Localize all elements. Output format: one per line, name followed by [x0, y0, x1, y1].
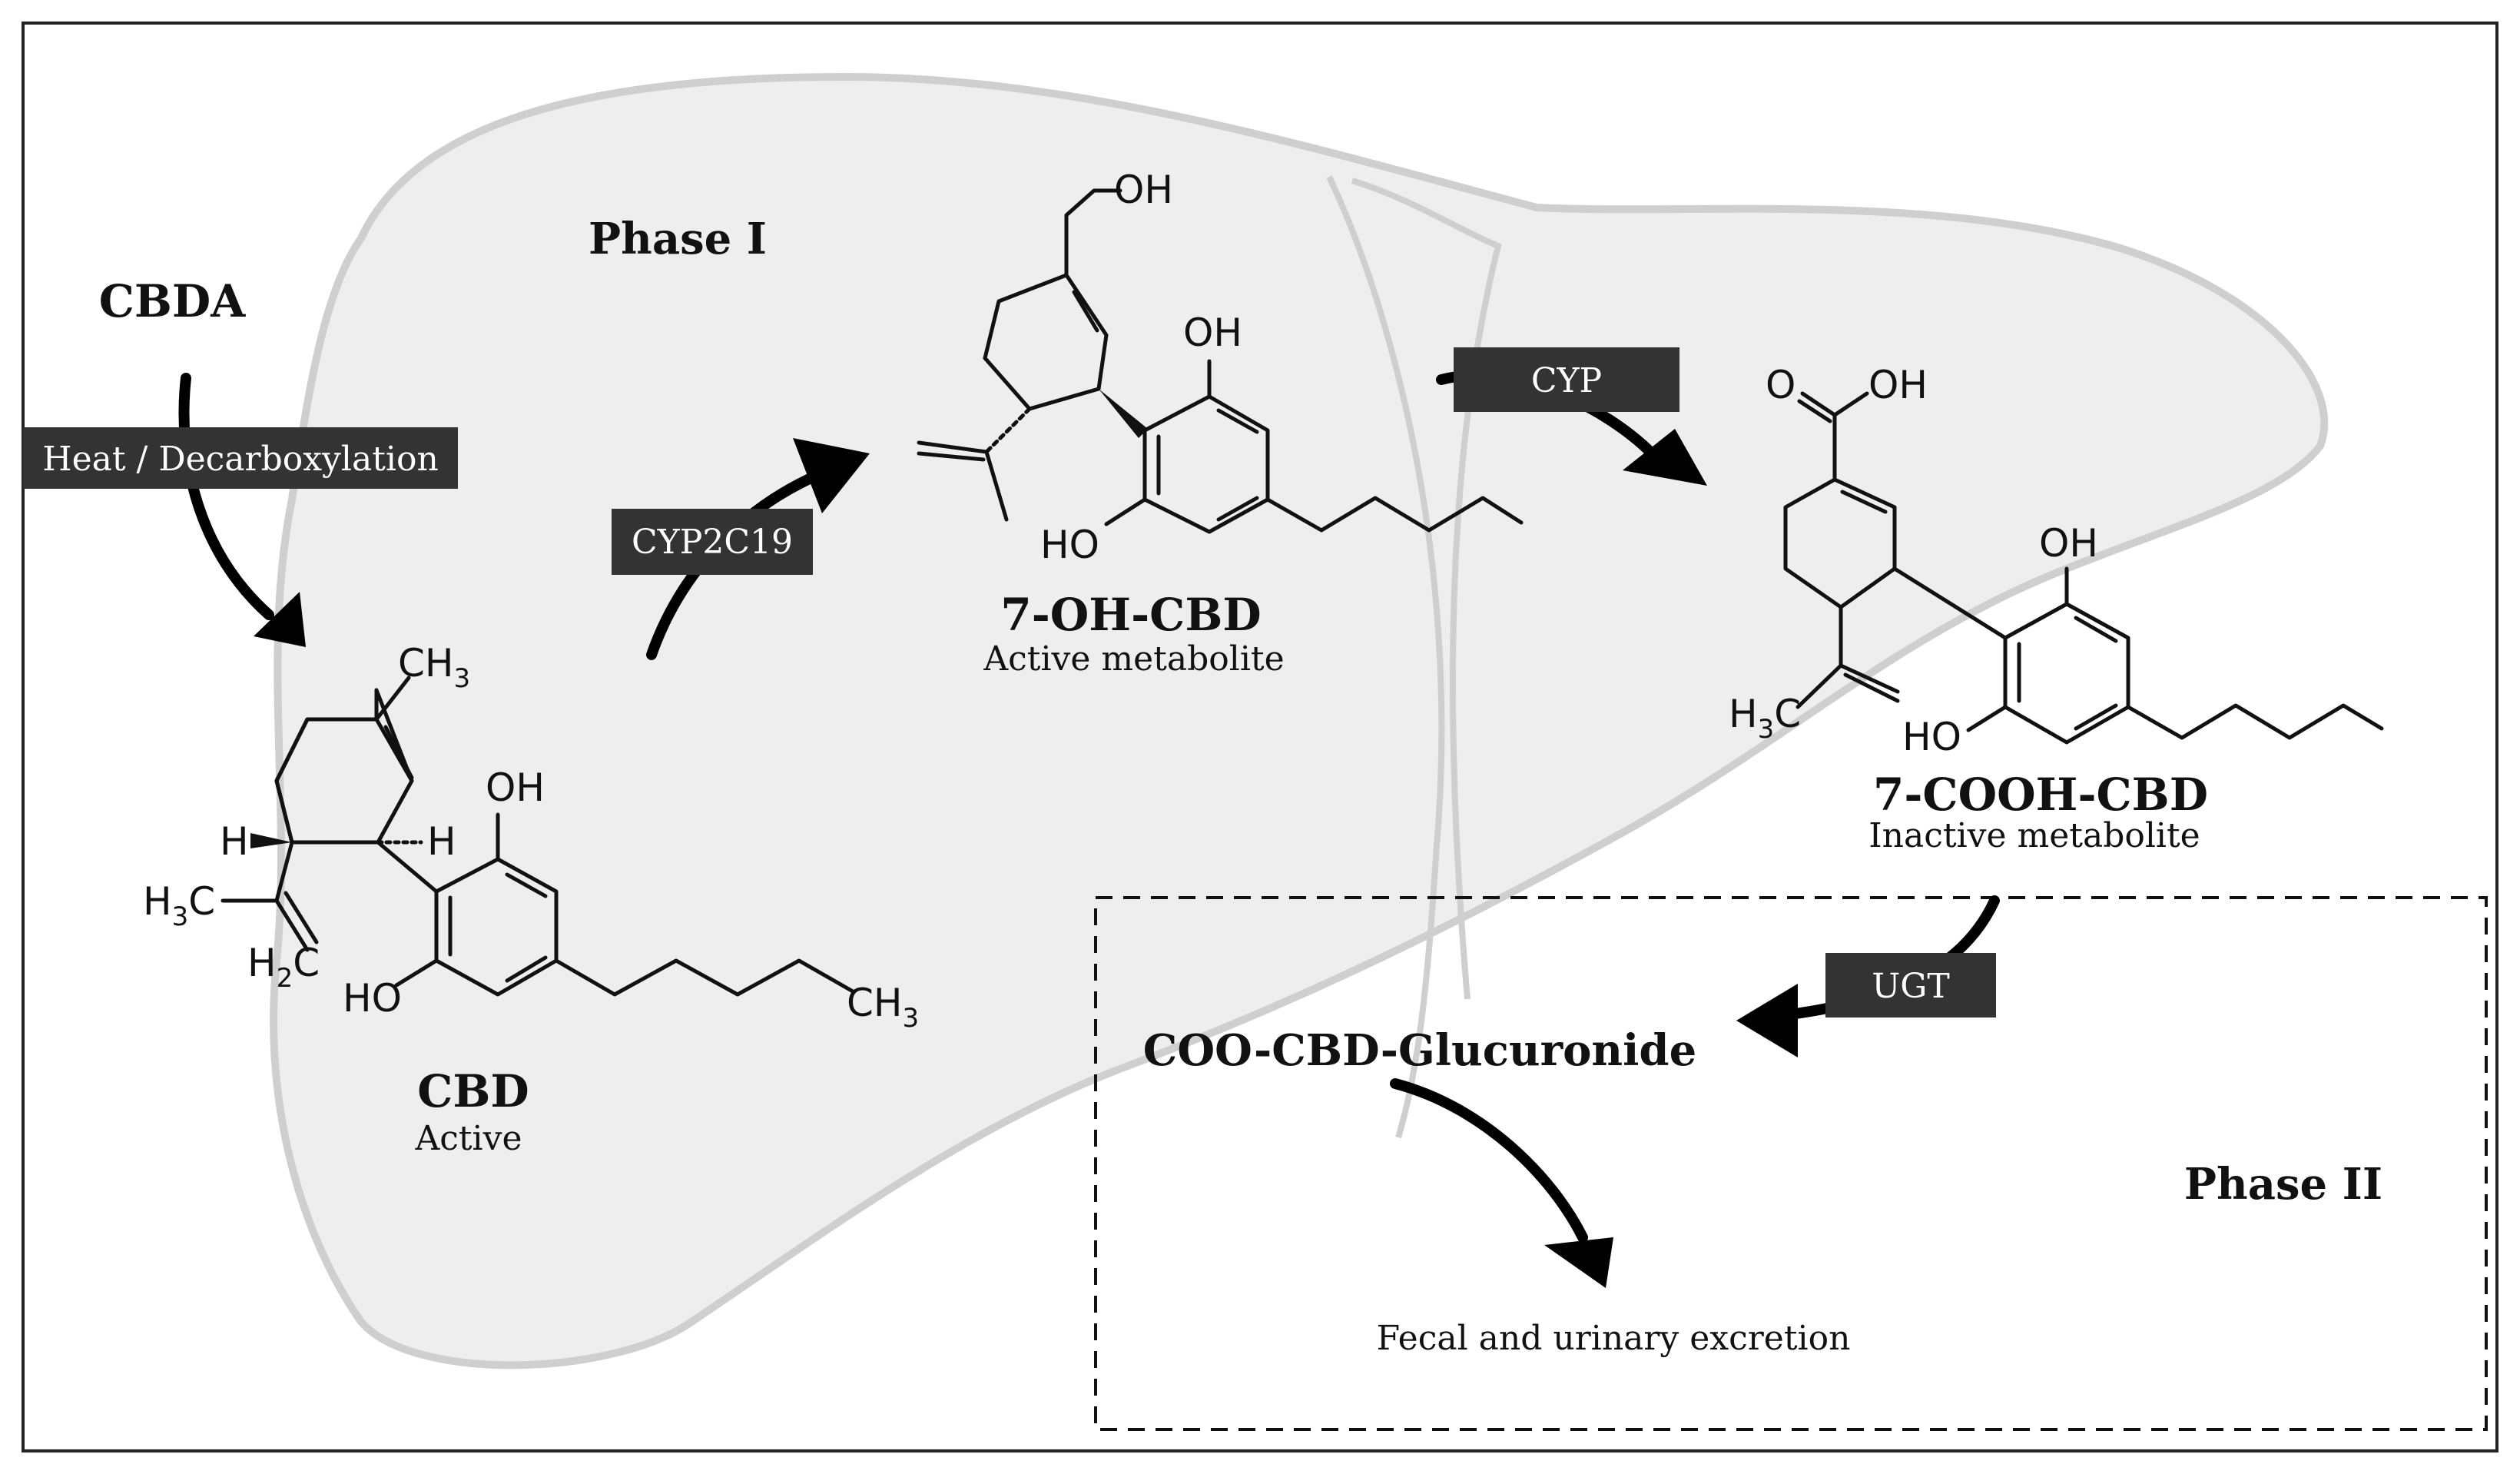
7cooh-cbd-subtitle: Inactive metabolite	[1868, 816, 2200, 855]
7cooh-oh: OH	[1868, 363, 1928, 407]
enzyme-ugt-label: UGT	[1872, 967, 1950, 1006]
arrow-7oh-to-7cooh-head	[1623, 429, 1707, 486]
enzyme-heat-label: Heat / Decarboxylation	[42, 440, 439, 479]
liver-lobe-line	[1326, 175, 1445, 1139]
arrow-cbda-to-cbd	[178, 373, 274, 620]
7oh-cbd-label: 7-OH-CBD	[1000, 589, 1261, 641]
7oh-cbd-subtitle: Active metabolite	[983, 639, 1284, 679]
7cooh-ho: HO	[1902, 715, 1961, 759]
arrow-glucuronide-to-excretion	[1390, 1078, 1588, 1243]
enzyme-cyp2c19-label: CYP2C19	[632, 523, 793, 562]
arrow-glucuronide-to-excretion-head	[1544, 1237, 1613, 1288]
glucuronide-label: COO-CBD-Glucuronide	[1143, 1025, 1696, 1076]
cbd-ch3: CH3	[398, 641, 470, 694]
phase1-label: Phase I	[589, 214, 767, 264]
cbd-terminal-ch3: CH3	[847, 981, 919, 1034]
cbd-subtitle: Active	[414, 1119, 522, 1158]
cbda-label: CBDA	[99, 275, 246, 327]
excretion-label: Fecal and urinary excretion	[1377, 1319, 1851, 1358]
enzyme-heat: Heat / Decarboxylation	[23, 427, 458, 489]
enzyme-cyp-label: CYP	[1531, 361, 1602, 400]
7oh-hydroxymethyl-oh: OH	[1114, 168, 1173, 212]
arrow-cbd-to-7oh-head	[793, 438, 870, 513]
phase2-region	[1094, 896, 2488, 1431]
phase2-label: Phase II	[2184, 1159, 2382, 1210]
7cooh-cbd-structure	[1783, 391, 2384, 745]
cbd-h2c: H2C	[247, 941, 320, 994]
cbd-label: CBD	[417, 1065, 529, 1117]
enzyme-ugt: UGT	[1825, 953, 1996, 1018]
cbd-ho: HO	[343, 976, 402, 1021]
7oh-oh: OH	[1183, 310, 1242, 355]
cbd-h-left: H	[220, 819, 249, 864]
7cooh-o: O	[1766, 363, 1796, 407]
7cooh-ring-oh: OH	[2039, 521, 2098, 566]
arrow-7cooh-to-glucuronide-head	[1736, 984, 1798, 1057]
cbd-structure	[220, 676, 855, 997]
cbd-h-right: H	[427, 819, 456, 864]
cbd-oh: OH	[486, 765, 545, 810]
cbd-h3c: H3C	[143, 879, 215, 932]
7cooh-cbd-label: 7-COOH-CBD	[1873, 769, 2208, 821]
7oh-cbd-structure	[917, 188, 1524, 534]
arrow-cbda-to-cbd-head	[254, 592, 306, 647]
enzyme-cyp: CYP	[1454, 347, 1679, 412]
7oh-ho: HO	[1040, 523, 1099, 567]
7cooh-h3c: H3C	[1729, 692, 1801, 745]
enzyme-cyp2c19: CYP2C19	[612, 509, 813, 575]
